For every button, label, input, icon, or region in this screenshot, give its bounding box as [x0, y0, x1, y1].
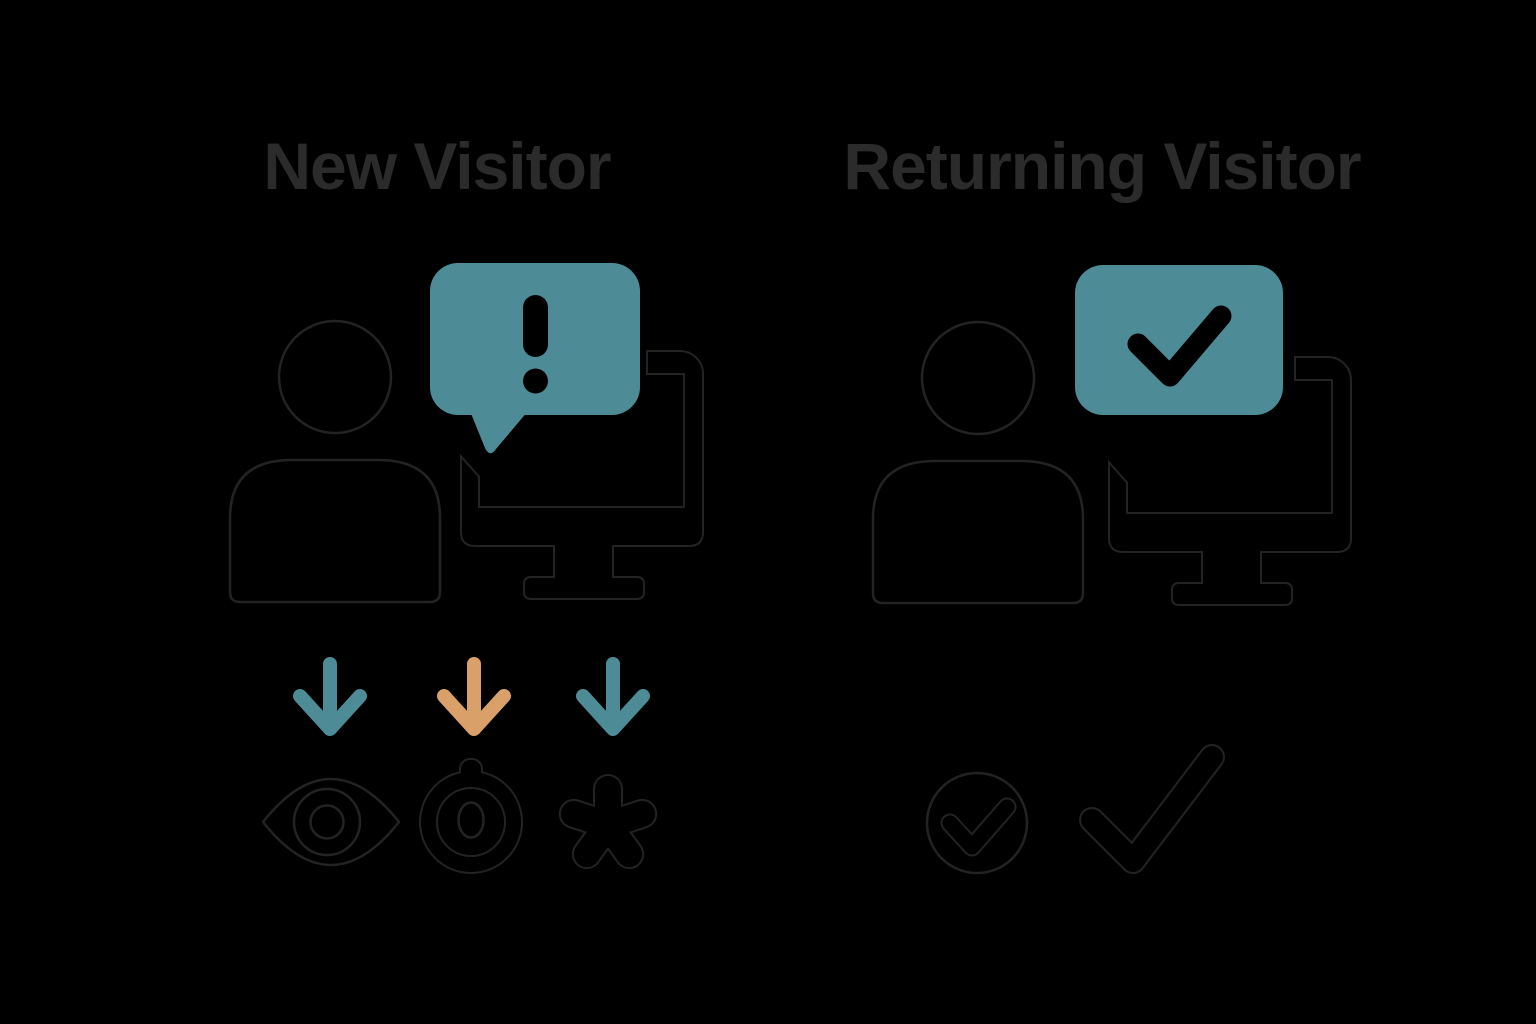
conversion-arrows — [300, 664, 643, 729]
user-icon — [871, 320, 1085, 605]
returning-visitor-title: Returning Visitor — [843, 129, 1361, 203]
star-icon — [574, 789, 642, 854]
new-visitor-scene — [228, 263, 704, 604]
new-visitor-title: New Visitor — [263, 129, 611, 203]
down-arrow-icon — [583, 664, 643, 729]
speech-bubble-exclamation-icon — [430, 263, 640, 454]
exclamation-mark — [523, 295, 548, 394]
user-icon — [228, 319, 442, 604]
down-arrow-icon — [300, 664, 360, 729]
returning-visitor-scene — [871, 265, 1352, 606]
eye-icon — [261, 777, 401, 867]
returning-outcome-icons — [925, 757, 1212, 875]
check-mark — [1127, 305, 1232, 387]
stopwatch-icon — [419, 758, 523, 874]
checkmark-icon — [1092, 757, 1212, 861]
bubble-tail — [470, 411, 528, 454]
speech-bubble-check-icon — [1075, 265, 1283, 415]
engagement-outcome-icons — [261, 758, 642, 874]
down-arrow-icon — [444, 664, 504, 729]
bubble-body — [1075, 265, 1283, 415]
check-circle-icon — [925, 771, 1029, 875]
